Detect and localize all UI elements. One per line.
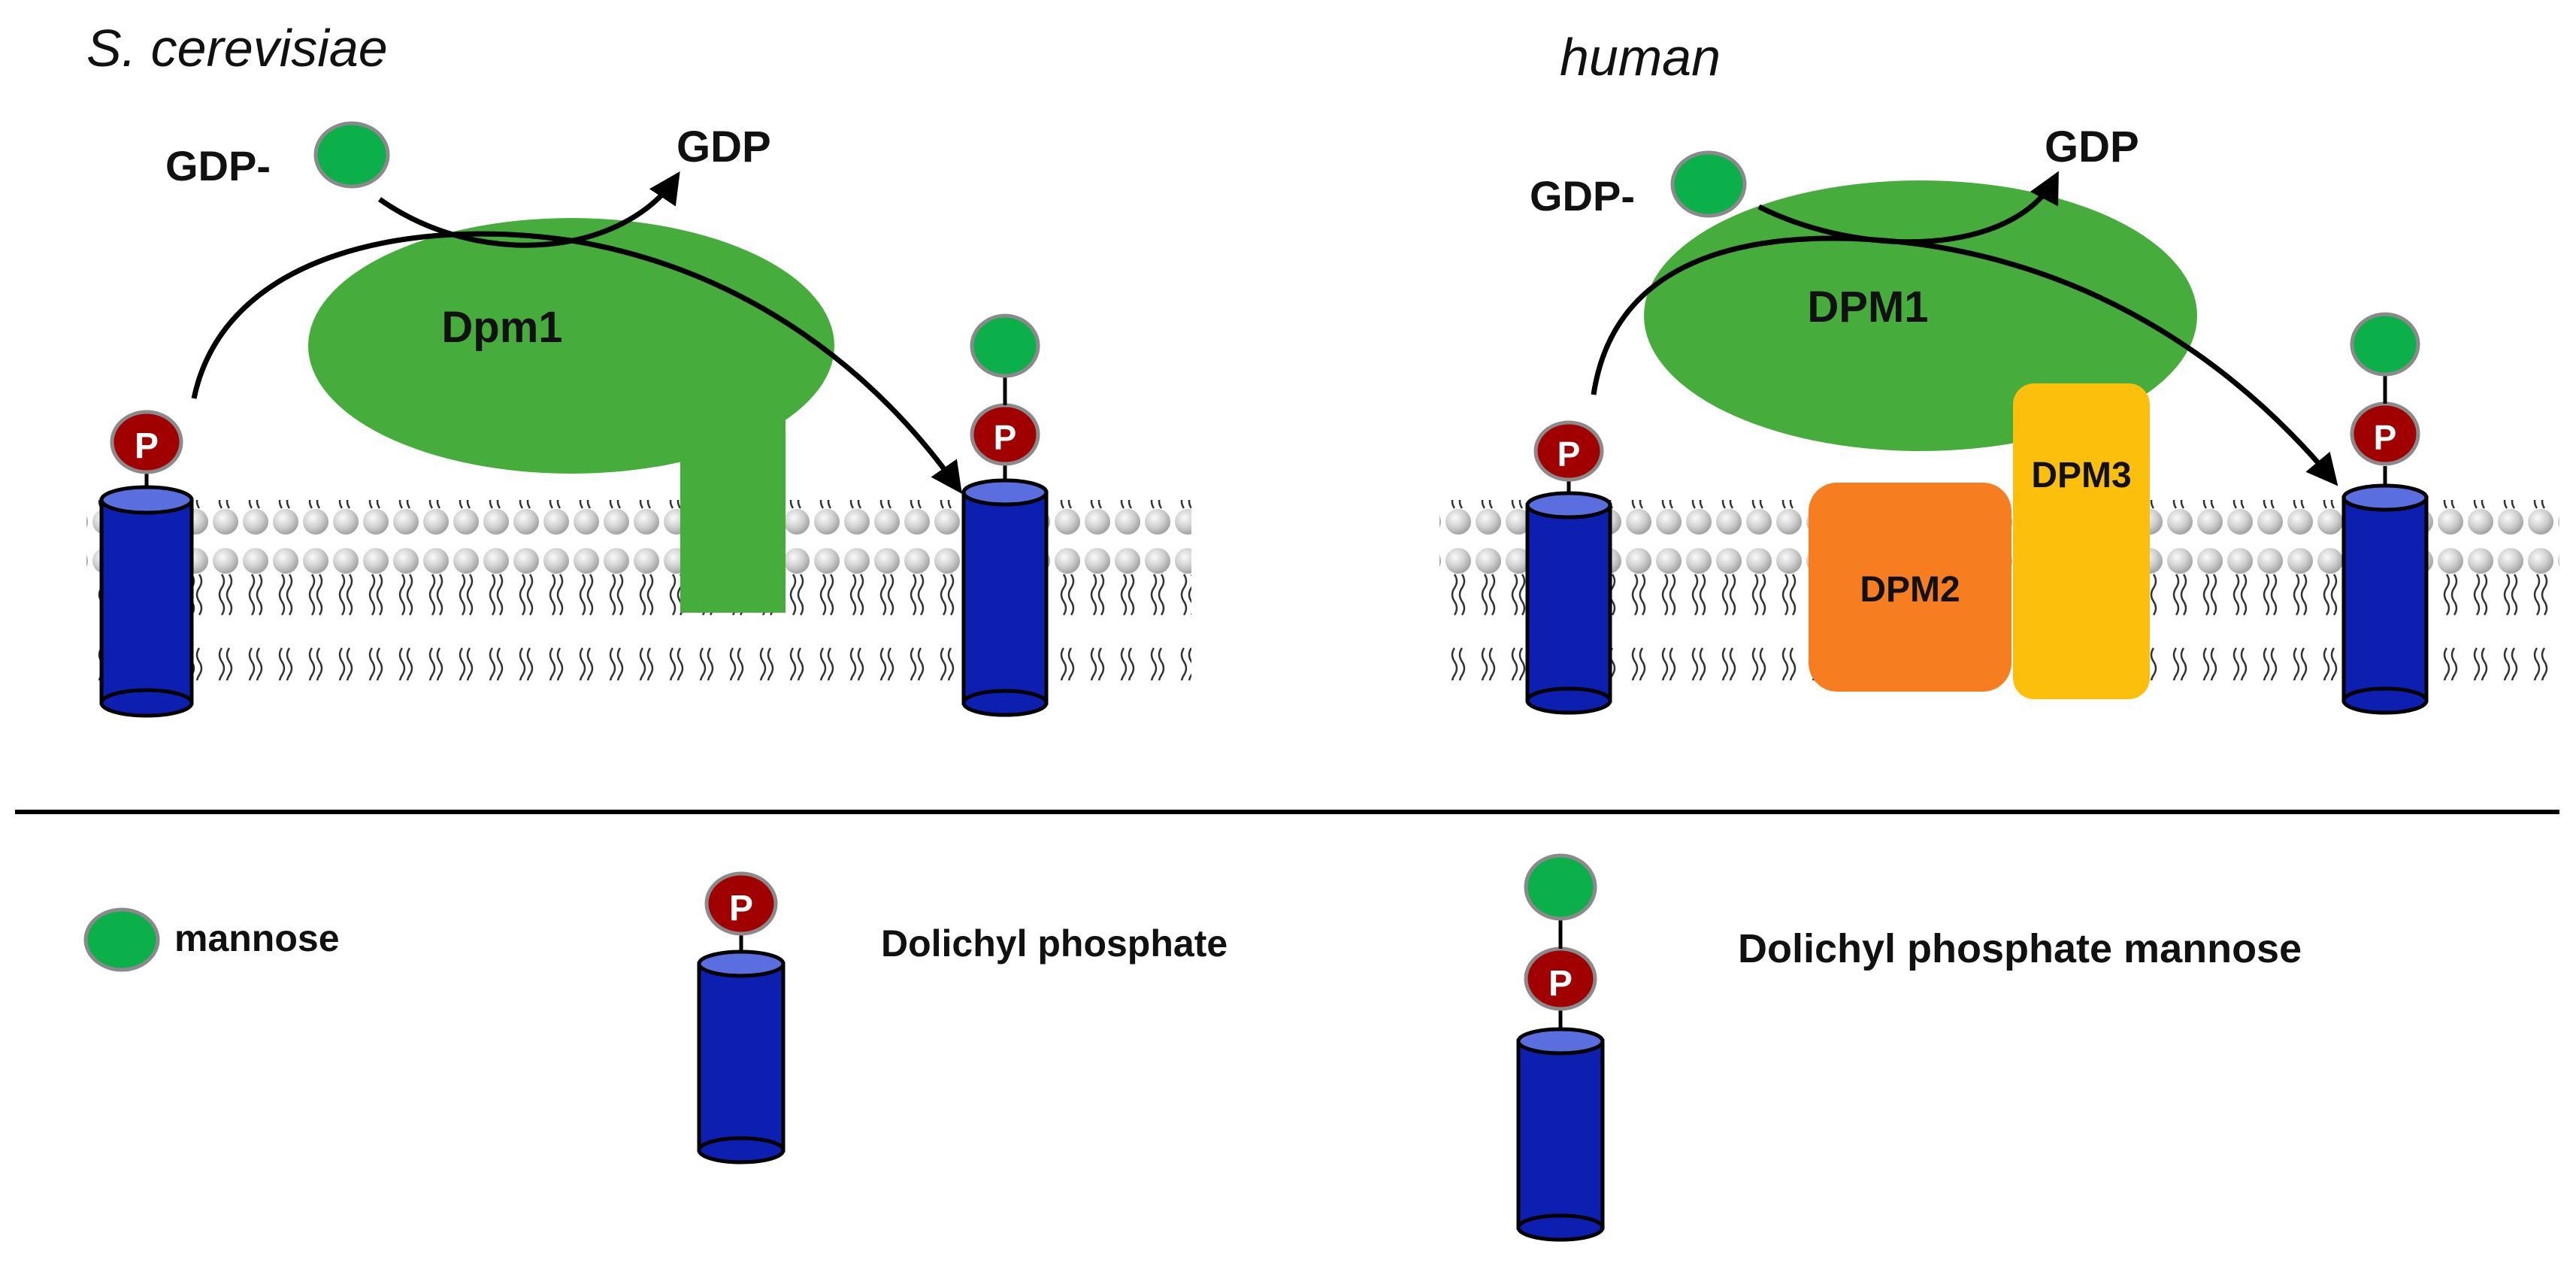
dpm2-label: DPM2	[1860, 570, 1960, 610]
phosphate-symbol: P	[994, 418, 1017, 457]
dpm1-label-yeast: Dpm1	[441, 303, 562, 352]
dolichyl-phosphate-icon: P	[1525, 420, 1612, 715]
gdp-release-arrow	[377, 171, 680, 248]
right-panel: human DPM1 DPM3 DPM2 GDP- GDP P	[1439, 28, 2559, 715]
dpm3-subunit	[2013, 383, 2150, 699]
gdp-product-label-right: GDP	[2045, 123, 2139, 171]
species-label-yeast: S. cerevisiae	[86, 19, 388, 77]
species-label-human: human	[1560, 28, 1721, 86]
legend: mannose P Dolichyl phosphate P Dolichyl …	[83, 853, 2302, 1242]
gdp-donor-label-right: GDP-	[1530, 172, 1635, 220]
dpm3-label: DPM3	[2031, 456, 2131, 495]
dolichyl-phosphate-mannose-icon: P	[1516, 853, 1605, 1242]
dolichyl-phosphate-icon: P	[697, 871, 786, 1165]
gdp-product-label-left: GDP	[677, 123, 771, 171]
legend-dolichyl-phosphate-label: Dolichyl phosphate	[881, 922, 1227, 965]
dolichyl-phosphate-mannose-icon: P	[961, 313, 1049, 717]
mannose-icon	[83, 907, 160, 972]
dolichyl-phosphate-icon: P	[99, 410, 194, 718]
legend-dolichyl-phosphate-mannose-label: Dolichyl phosphate mannose	[1738, 926, 2302, 971]
phosphate-symbol: P	[729, 889, 753, 928]
mannose-icon	[970, 313, 1040, 378]
dolichyl-phosphate-mannose-icon: P	[2341, 312, 2429, 715]
dpm1-enzyme	[308, 218, 834, 474]
phosphate-symbol: P	[1548, 964, 1573, 1004]
mannose-transfer-arrow	[1591, 235, 2338, 486]
dpm2-subunit	[1809, 483, 2011, 692]
dpm1-label-human: DPM1	[1807, 283, 1928, 332]
left-panel: S. cerevisiae Dpm1 GDP- GDP P	[86, 19, 1191, 718]
gdp-donor-label-left: GDP-	[165, 142, 271, 189]
mannose-icon	[1670, 150, 1747, 218]
phosphate-symbol: P	[1557, 435, 1581, 474]
mannose-icon	[2350, 312, 2420, 377]
gdp-release-arrow	[1757, 171, 2059, 245]
legend-mannose-label: mannose	[174, 917, 340, 959]
mannose-icon	[1524, 853, 1597, 921]
mannose-transfer-arrow	[191, 231, 962, 494]
mannose-icon	[313, 121, 390, 189]
phosphate-symbol: P	[135, 426, 159, 466]
phosphate-symbol: P	[2374, 418, 2397, 457]
